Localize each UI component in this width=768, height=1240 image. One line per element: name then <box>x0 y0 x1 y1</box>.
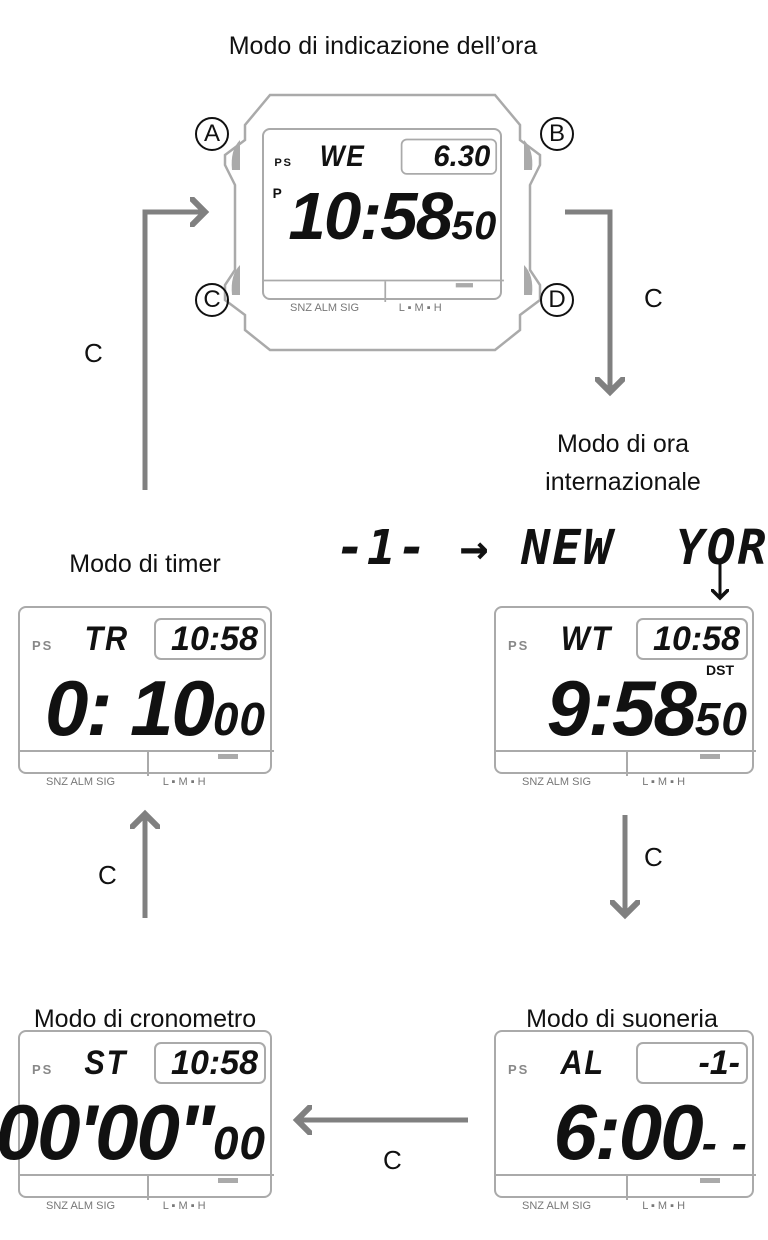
main-digits: 10:58 <box>288 178 453 254</box>
main-digits: 6:00 <box>553 1088 703 1176</box>
band-divider <box>147 1176 149 1200</box>
level-marker <box>700 1178 720 1183</box>
sub-display: 6.30 <box>400 138 498 175</box>
button-d[interactable]: D <box>540 283 574 317</box>
level-marker <box>700 754 720 759</box>
band-divider <box>383 281 386 302</box>
band-divider <box>626 752 628 776</box>
ps-indicator: PS <box>508 1062 530 1077</box>
title-world-mode-2: internazionale <box>545 468 701 496</box>
seconds-digits: 00 <box>212 693 266 745</box>
footer-left: SNZ ALM SIG <box>522 1200 592 1212</box>
lcd-bottom-band <box>496 750 756 776</box>
main-time: 10:5850 <box>288 182 497 260</box>
footer-right: L ▪ M ▪ H <box>642 1200 686 1212</box>
city-line: -1- → NEW YORK <box>336 520 768 576</box>
sub-display: 10:58 <box>154 1042 266 1084</box>
main-time: 0: 1000 <box>45 668 266 759</box>
main-digits: 9:58 <box>546 664 697 752</box>
press-c-label: C <box>383 1145 402 1175</box>
mode-indicator: WT <box>560 620 613 658</box>
ps-indicator: PS <box>32 1062 54 1077</box>
level-marker <box>455 283 474 288</box>
lcd-bottom-band <box>496 1174 756 1200</box>
footer-right: L ▪ M ▪ H <box>398 302 442 314</box>
lcd-bottom-band <box>20 750 274 776</box>
lcd-bottom-band <box>20 1174 274 1200</box>
footer-left: SNZ ALM SIG <box>46 776 116 788</box>
mode-indicator: TR <box>84 620 129 658</box>
main-time: 6:00- - <box>553 1092 748 1183</box>
pm-indicator: P <box>272 186 284 202</box>
sub-display: 10:58 <box>636 618 748 660</box>
title-timer-mode: Modo di timer <box>69 550 221 578</box>
mode-indicator: WE <box>319 140 366 173</box>
press-c-label: C <box>644 283 663 313</box>
seconds-digits: 50 <box>694 693 748 745</box>
band-divider <box>147 752 149 776</box>
lcd-bottom-band <box>264 279 504 302</box>
ps-indicator: PS <box>508 638 530 653</box>
button-a[interactable]: A <box>195 117 229 151</box>
watch-side-buttons <box>231 140 533 295</box>
mode-indicator: AL <box>560 1044 605 1082</box>
main-digits: 00'00" <box>0 1088 215 1176</box>
title-world-mode-1: Modo di ora <box>556 430 690 458</box>
sub-display: 10:58 <box>154 618 266 660</box>
arrow-timer-to-time <box>142 212 205 490</box>
level-marker <box>218 754 238 759</box>
footer-right: L ▪ M ▪ H <box>162 1200 206 1212</box>
footer-right: L ▪ M ▪ H <box>642 776 686 788</box>
press-c-label: C <box>644 842 663 872</box>
sub-display: -1- <box>636 1042 748 1084</box>
level-marker <box>218 1178 238 1183</box>
footer-left: SNZ ALM SIG <box>46 1200 116 1212</box>
ps-indicator: PS <box>32 638 54 653</box>
ps-indicator: PS <box>274 155 293 169</box>
title-time-mode: Modo di indicazione dell’ora <box>228 32 538 60</box>
dst-indicator: DST <box>706 662 734 678</box>
press-c-label: C <box>84 338 103 368</box>
main-time: 00'00"00 <box>0 1092 266 1183</box>
title-stopwatch-mode: Modo di cronometro <box>33 1005 257 1033</box>
arrow-time-to-world <box>565 209 610 392</box>
seconds-digits: 50 <box>451 203 498 248</box>
main-digits: 0: 10 <box>45 664 215 752</box>
band-divider <box>626 1176 628 1200</box>
main-time: 9:5850 <box>547 668 748 759</box>
footer-left: SNZ ALM SIG <box>522 776 592 788</box>
seconds-digits: 00 <box>212 1117 266 1169</box>
title-alarm-mode: Modo di suoneria <box>526 1005 718 1033</box>
watch-case <box>223 93 542 352</box>
seconds-digits: - - <box>701 1117 748 1169</box>
mode-indicator: ST <box>84 1044 128 1082</box>
button-c[interactable]: C <box>195 283 229 317</box>
footer-right: L ▪ M ▪ H <box>162 776 206 788</box>
button-b[interactable]: B <box>540 117 574 151</box>
footer-left: SNZ ALM SIG <box>290 302 360 314</box>
press-c-label: C <box>98 860 117 890</box>
